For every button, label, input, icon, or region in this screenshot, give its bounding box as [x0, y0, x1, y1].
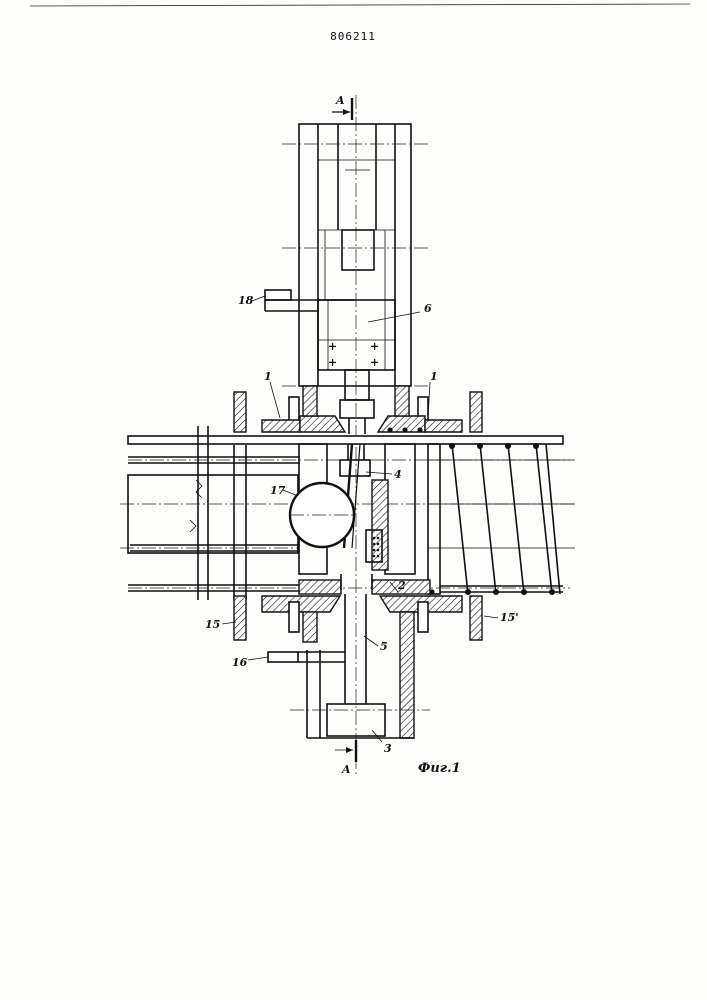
label-18: 18 — [238, 294, 254, 307]
label-1-left: 1 — [264, 370, 272, 383]
label-1-right: 1 — [430, 370, 438, 383]
section-mark-top: A — [332, 94, 352, 120]
section-mark-bottom: A — [335, 740, 356, 776]
label-5: 5 — [380, 640, 388, 653]
label-6: 6 — [424, 302, 432, 315]
label-15-prime: 15' — [500, 611, 519, 624]
svg-text:+: + — [370, 340, 379, 353]
label-3: 4 — [394, 468, 402, 481]
label-2: 2 — [397, 579, 406, 592]
part-6-block: + + + + — [318, 300, 395, 434]
svg-text:+: + — [328, 340, 337, 353]
part-18-bracket — [265, 290, 355, 311]
patent-number: 806211 — [330, 30, 376, 43]
label-4: 3 — [384, 742, 392, 755]
label-15: 15 — [205, 618, 220, 631]
svg-text:+: + — [328, 356, 337, 369]
left-tube — [128, 426, 298, 600]
figure-caption: Фиг.1 — [418, 761, 461, 776]
lower-flanges — [234, 580, 482, 738]
upper-flanges — [234, 386, 482, 432]
page-top-border — [30, 4, 690, 6]
section-label-bottom: A — [341, 763, 351, 776]
upper-column — [282, 124, 428, 386]
label-16: 17 — [270, 484, 286, 497]
label-17: 16 — [232, 656, 248, 669]
callouts: 18 6 1 1 4 17 2 15 15' 5 16 3 — [205, 294, 519, 755]
section-label-top: A — [335, 94, 345, 107]
svg-text:+: + — [370, 356, 379, 369]
part-16-roller — [290, 483, 354, 547]
